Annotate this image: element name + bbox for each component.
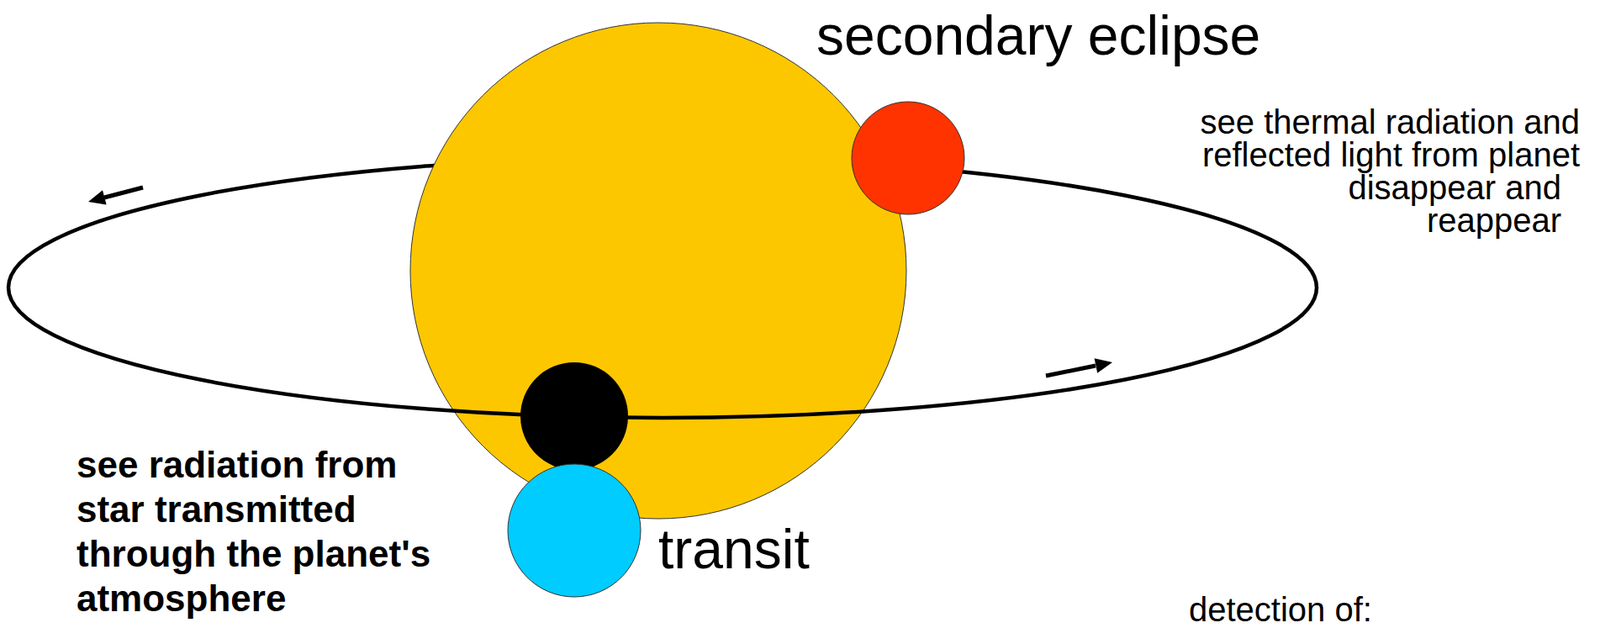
direction-arrow-head xyxy=(88,190,107,205)
eclipse-note: disappear and reappear xyxy=(1339,171,1562,238)
planet-blue xyxy=(507,464,641,597)
direction-arrow-head xyxy=(1094,358,1113,374)
transit-note: see radiation from star transmitted thro… xyxy=(76,442,455,621)
direction-arrow-line xyxy=(1045,365,1096,376)
orbit-front xyxy=(8,287,1317,418)
planet-transit xyxy=(520,362,629,470)
planet-eclipse xyxy=(851,101,965,215)
direction-arrow-line xyxy=(104,187,143,198)
eclipse-heading: secondary eclipse xyxy=(816,3,1261,68)
eclipse-note: see thermal radiation and reflected ligh… xyxy=(1189,105,1580,172)
star xyxy=(410,22,907,519)
transit-heading: transit xyxy=(658,521,810,577)
detection-note: detection of: xyxy=(1188,592,1373,627)
